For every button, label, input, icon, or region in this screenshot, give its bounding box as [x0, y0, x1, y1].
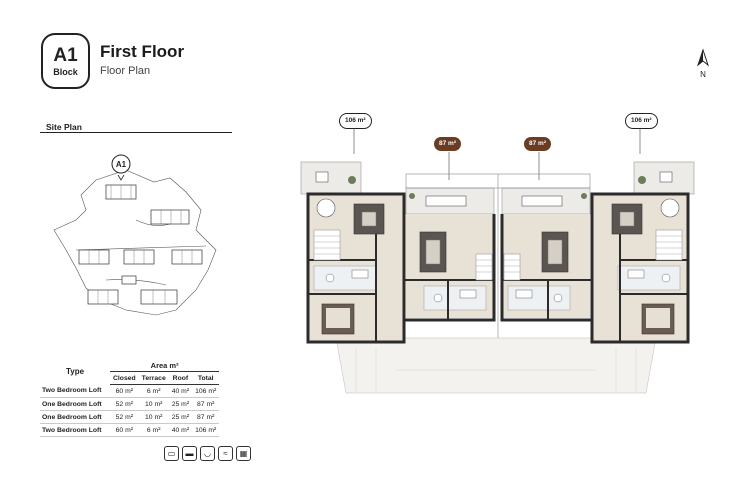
block-label: Block [53, 66, 78, 77]
column-header: Terrace [138, 371, 169, 385]
page-title: First Floor [100, 42, 185, 61]
area-header: Area m² [150, 360, 179, 370]
north-label: N [700, 70, 706, 79]
roof-area: 40 m² [168, 423, 193, 437]
roof-area: 25 m² [168, 397, 193, 411]
terrace-area: 6 m² [138, 384, 169, 398]
building-icon: ▦ [236, 446, 251, 461]
floor-plan [300, 128, 695, 394]
area-badge: 87 m² [434, 137, 461, 151]
terrace-area: 10 m² [138, 410, 169, 424]
closed-area: 52 m² [110, 397, 139, 411]
site-plan-marker: A1 [116, 160, 127, 169]
table-row: Two Bedroom Loft 60 m² 6 m² 40 m² 106 m² [40, 384, 220, 398]
area-badge: 106 m² [625, 113, 658, 129]
site-plan-title: Site Plan [46, 122, 82, 132]
car-icon: ▭ [164, 446, 179, 461]
column-header: Total [192, 371, 220, 385]
closed-area: 60 m² [110, 423, 139, 437]
closed-area: 60 m² [110, 384, 139, 398]
site-plan-divider [40, 132, 232, 133]
total-area: 106 m² [192, 423, 220, 437]
pool-icon: ≈ [218, 446, 233, 461]
closed-area: 52 m² [110, 410, 139, 424]
bed-icon: ▬ [182, 446, 197, 461]
north-arrow-icon: N [696, 48, 710, 79]
unit-type: One Bedroom Loft [40, 410, 110, 424]
table-row: Two Bedroom Loft 60 m² 6 m² 40 m² 106 m² [40, 423, 220, 437]
area-badge: 106 m² [339, 113, 372, 129]
block-badge: A1 Block [41, 33, 90, 89]
block-code: A1 [53, 44, 78, 66]
area-badge: 87 m² [524, 137, 551, 151]
page-subtitle: Floor Plan [100, 65, 151, 77]
unit-type: Two Bedroom Loft [40, 384, 110, 398]
total-area: 87 m² [192, 410, 220, 424]
unit-type: One Bedroom Loft [40, 397, 110, 411]
total-area: 87 m² [192, 397, 220, 411]
unit-type: Two Bedroom Loft [40, 423, 110, 437]
bath-icon: ◡ [200, 446, 215, 461]
feature-icons: ▭ ▬ ◡ ≈ ▦ [164, 446, 251, 461]
roof-area: 40 m² [168, 384, 193, 398]
roof-area: 25 m² [168, 410, 193, 424]
type-header: Type [65, 367, 85, 377]
column-header: Roof [168, 371, 193, 385]
area-table: Type Area m² Closed Terrace Roof Total T… [40, 359, 220, 437]
total-area: 106 m² [192, 384, 220, 398]
table-row: One Bedroom Loft 52 m² 10 m² 25 m² 87 m² [40, 410, 220, 424]
column-header: Closed [110, 371, 139, 385]
terrace-area: 6 m² [138, 423, 169, 437]
table-row: One Bedroom Loft 52 m² 10 m² 25 m² 87 m² [40, 397, 220, 411]
terrace-area: 10 m² [138, 397, 169, 411]
site-plan-map: A1 [53, 154, 217, 316]
